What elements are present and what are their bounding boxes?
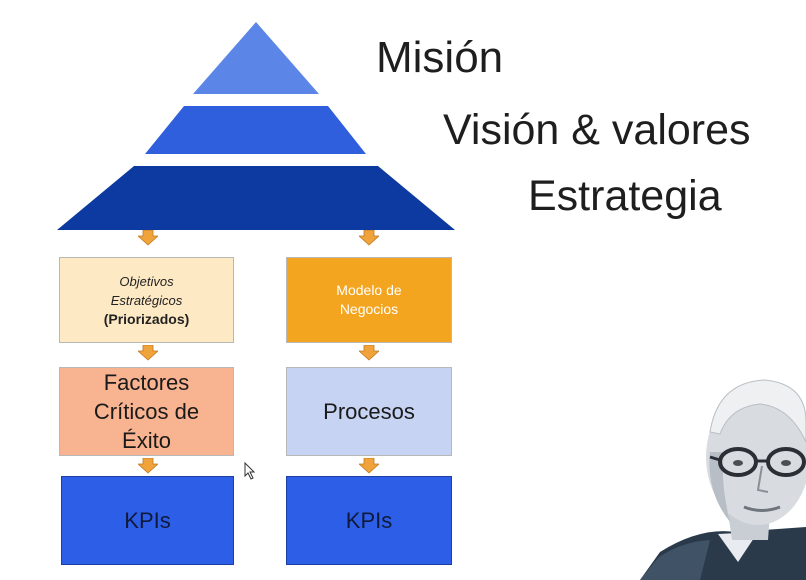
vision-valores-label: Visión & valores [443, 106, 751, 154]
pyramid-level-vision [145, 106, 366, 154]
kpi-left-box: KPIs [61, 476, 234, 565]
objetivos-line2: Estratégicos [110, 292, 183, 308]
kpi-right-label: KPIs [345, 507, 393, 533]
procesos-box: Procesos [286, 367, 452, 456]
arrow-down-icon [138, 230, 158, 246]
estrategia-label: Estrategia [528, 172, 722, 220]
factores-line3: Éxito [122, 428, 171, 453]
factores-line1: Factores [103, 370, 190, 395]
arrow-down-icon [359, 458, 379, 474]
factores-line2: Críticos de [93, 399, 200, 424]
factores-criticos-box: Factores Críticos de Éxito [59, 367, 234, 456]
procesos-label: Procesos [323, 398, 415, 424]
mouse-pointer-icon [244, 462, 256, 480]
modelo-negocios-box: Modelo de Negocios [286, 257, 452, 343]
arrow-down-icon [359, 345, 379, 361]
kpi-left-label: KPIs [124, 507, 171, 533]
person-portrait-icon [640, 362, 806, 580]
strategy-pyramid [57, 22, 455, 230]
kpi-right-box: KPIs [286, 476, 452, 565]
pyramid-level-mision [193, 22, 319, 94]
arrow-down-icon [138, 458, 158, 474]
arrow-down-icon [138, 345, 158, 361]
mision-label: Misión [376, 33, 504, 82]
modelo-line1: Modelo de [336, 282, 402, 298]
arrow-down-icon [359, 230, 379, 246]
objetivos-line1: Objetivos [119, 273, 174, 289]
objetivos-estrategicos-box: Objetivos Estratégicos (Priorizados) [59, 257, 234, 343]
pyramid-level-estrategia [57, 166, 455, 230]
modelo-line2: Negocios [339, 301, 399, 317]
objetivos-line3: (Priorizados) [103, 310, 190, 327]
